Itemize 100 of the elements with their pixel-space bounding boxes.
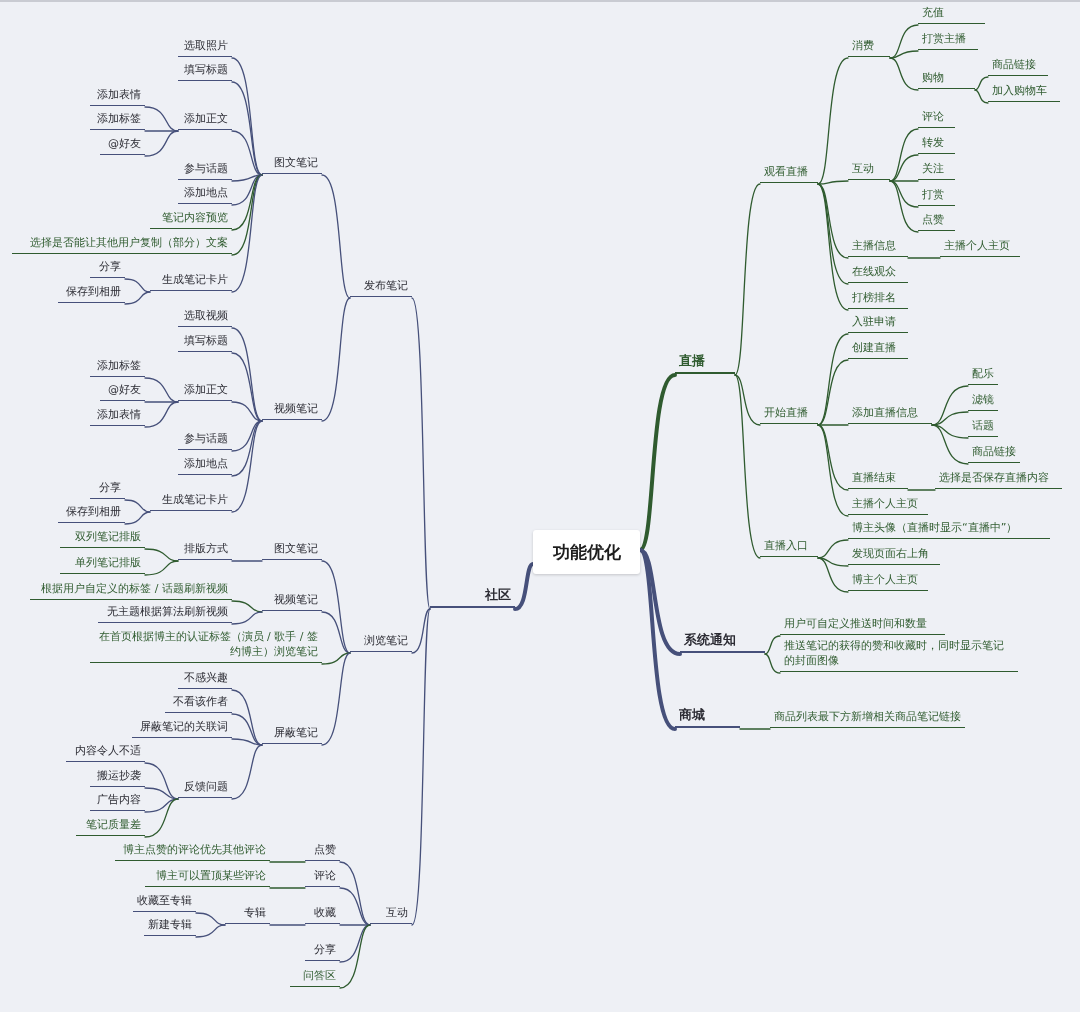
branch-line [764, 653, 781, 674]
branch-line [638, 548, 677, 731]
topic-label: 主播信息 [848, 238, 908, 257]
branch-line [144, 401, 179, 428]
topic-label: 视频笔记 [262, 401, 322, 420]
branch-line [144, 798, 179, 813]
branch-line [889, 180, 919, 233]
branch-line [269, 861, 306, 863]
topic-label: 博主头像（直播时显示“直播中”） [848, 520, 1050, 539]
topic-label: 开始直播 [760, 405, 818, 424]
branch-line [734, 183, 761, 376]
topic-label: 系统通知 [680, 631, 765, 653]
topic-label: @好友 [100, 382, 145, 401]
topic-label: 互动 [370, 905, 412, 924]
branch-line [339, 861, 371, 926]
branch-line [817, 359, 849, 426]
branch-line [269, 887, 306, 889]
topic-label: 配乐 [968, 366, 998, 385]
branch-line [817, 180, 849, 185]
topic-label: 不看该作者 [165, 694, 232, 713]
branch-line [124, 278, 151, 293]
topic-label: 发布笔记 [350, 278, 412, 297]
branch-line [907, 489, 936, 491]
branch-line [764, 635, 781, 655]
topic-label: 在首页根据博主的认证标签（演员 / 歌手 / 签约博主）浏览笔记 [90, 630, 322, 663]
branch-line [124, 499, 151, 513]
branch-line [195, 924, 226, 938]
topic-label: 专辑 [225, 905, 270, 924]
topic-label: 单列笔记排版 [60, 555, 145, 574]
topic-label: 添加标签 [90, 111, 145, 130]
topic-label: 直播结束 [848, 470, 908, 489]
topic-label: 反馈问题 [178, 779, 232, 798]
branch-line [231, 420, 263, 513]
branch-line [321, 611, 351, 654]
branch-line [231, 600, 263, 613]
topic-label: 参与话题 [178, 161, 232, 180]
topic-label: 关注 [918, 161, 955, 180]
branch-line [269, 924, 306, 926]
topic-label: 发现页面右上角 [848, 546, 940, 565]
topic-label: 充值 [918, 5, 985, 24]
topic-label: 转发 [918, 135, 955, 154]
topic-label: 选取视频 [178, 308, 232, 327]
topic-label: 生成笔记卡片 [150, 272, 232, 291]
topic-label: 添加表情 [90, 407, 145, 426]
branch-line [144, 798, 179, 838]
topic-label: 屏蔽笔记的关联词 [132, 719, 232, 738]
topic-label: 商城 [675, 706, 740, 728]
branch-line [974, 89, 989, 104]
branch-line [931, 424, 969, 439]
topic-label: 用户可自定义推送时间和数量 [780, 616, 945, 635]
branch-line [144, 787, 179, 800]
branch-line [144, 560, 179, 576]
topic-label: 在线观众 [848, 264, 908, 283]
branch-line [231, 401, 263, 422]
branch-line [321, 174, 351, 299]
topic-label: 笔记内容预览 [150, 210, 232, 229]
branch-line [817, 424, 849, 517]
topic-label: 评论 [918, 109, 955, 128]
branch-line [231, 738, 263, 746]
branch-line [931, 411, 969, 426]
topic-label: 观看直播 [760, 164, 818, 183]
branch-line [124, 511, 151, 525]
branch-line [638, 373, 677, 552]
topic-label: 选取照片 [178, 38, 232, 57]
topic-label: 图文笔记 [262, 541, 322, 560]
topic-label: 博主点赞的评论优先其他评论 [115, 842, 270, 861]
topic-label: 保存到相册 [58, 504, 125, 523]
branch-line [231, 420, 263, 477]
branch-line [124, 291, 151, 305]
topic-label: 搬运抄袭 [90, 768, 145, 787]
topic-label: 收藏 [305, 905, 340, 924]
topic-label: 无主题根据算法刷新视频 [98, 604, 232, 623]
branch-line [321, 297, 351, 422]
branch-line [817, 424, 849, 491]
topic-label: 消费 [848, 38, 890, 57]
branch-line [817, 557, 849, 593]
topic-label: 添加正文 [178, 111, 232, 130]
branch-line [321, 652, 351, 665]
branch-line [231, 57, 263, 176]
branch-line [144, 130, 179, 157]
branch-line [231, 689, 263, 746]
topic-label: 分享 [305, 942, 340, 961]
branch-line [739, 728, 771, 730]
branch-line [321, 560, 351, 654]
topic-label: 根据用户自定义的标签 / 话题刷新视频 [30, 581, 232, 600]
topic-label: 图文笔记 [262, 155, 322, 174]
topic-label: 添加表情 [90, 87, 145, 106]
topic-label: 保存到相册 [58, 284, 125, 303]
branch-line [817, 557, 849, 567]
branch-line [144, 401, 179, 403]
topic-label: 打榜排名 [848, 290, 908, 309]
topic-label: 互动 [848, 161, 890, 180]
topic-label: 添加直播信息 [848, 405, 932, 424]
topic-label: @好友 [100, 136, 145, 155]
branch-line [231, 744, 263, 800]
topic-label: 商品链接 [968, 444, 1020, 463]
topic-label: 填写标题 [178, 333, 232, 352]
topic-label: 点赞 [305, 842, 340, 861]
topic-label: 打赏 [918, 187, 955, 206]
topic-label: 点赞 [918, 212, 955, 231]
